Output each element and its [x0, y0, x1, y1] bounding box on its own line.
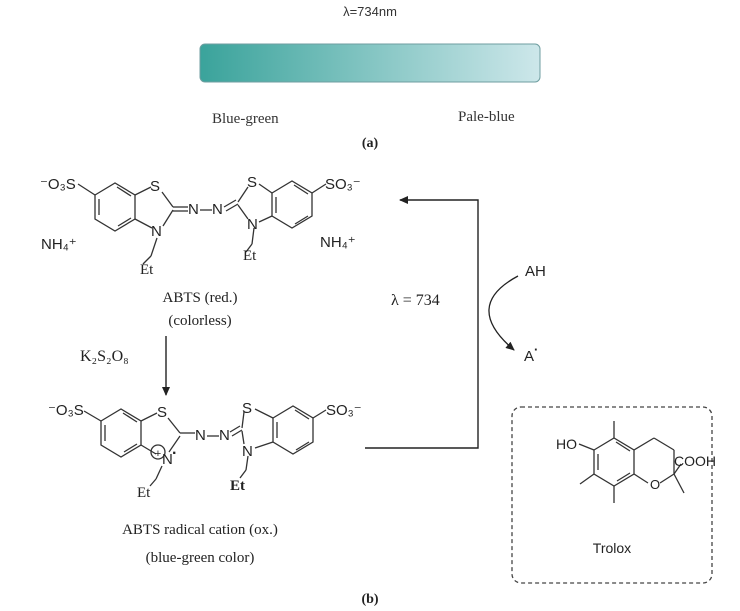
abts-radical-labels: ⁻O₃S S N · + N N S N SO₃⁻ Et Et ABTS rad… [48, 400, 362, 566]
sulfonate-right: SO₃⁻ [325, 176, 361, 193]
abts-reduced-structure [77, 180, 327, 265]
ethyl-right-ox: Et [230, 478, 245, 494]
benzene-ring-right [271, 180, 313, 229]
sulfur-right-ox: S [242, 400, 252, 417]
abts-reduced-color: (colorless) [168, 313, 231, 329]
nitrogen-left-ox: N [162, 451, 173, 468]
abts-radical-name: ABTS radical cation (ox.) [122, 522, 278, 538]
radical-dot-ox: · [172, 445, 177, 462]
oxidant-label: K₂S₂O₈ [80, 348, 129, 365]
trolox-box: HO O COOH Trolox [511, 406, 716, 584]
sulfonate-left: ⁻O₃S [40, 176, 76, 193]
trolox-dashed-border [511, 406, 713, 584]
plus-sign-ox: + [155, 448, 161, 460]
nitrogen-left: N [151, 223, 162, 240]
ammonium-left: NH₄⁺ [41, 236, 77, 253]
trolox-aromatic-ring [593, 437, 635, 487]
cation-circle [150, 444, 166, 460]
panel-b-caption: (b) [361, 592, 378, 607]
trolox-name: Trolox [593, 540, 631, 556]
azo-nitrogen-right: N [212, 201, 223, 218]
cycle-wavelength-label: λ = 734 [391, 292, 440, 309]
antioxidant-curved-arrow [488, 275, 519, 351]
reaction-cycle: λ = 734 AH A · [365, 196, 546, 449]
wavelength-title: λ=734nm [343, 4, 397, 19]
sulfur-left: S [150, 178, 160, 195]
abts-radical-color: (blue-green color) [146, 550, 255, 566]
abts-reduced-labels: ⁻O₃S S N N N S N SO₃⁻ Et Et NH₄⁺ NH₄⁺ AB… [40, 174, 361, 329]
azo-nitrogen-right-ox: N [219, 427, 230, 444]
sulfonate-left-ox: ⁻O₃S [48, 402, 84, 419]
sulfur-right: S [247, 174, 257, 191]
trolox-structure [578, 421, 685, 503]
trolox-carboxyl: COOH [674, 453, 716, 469]
abts-radical-structure [83, 405, 327, 487]
benzene-ring-left-ox [100, 408, 142, 458]
sulfur-left-ox: S [157, 404, 167, 421]
product-radical-dot: · [534, 342, 538, 357]
nitrogen-right: N [247, 216, 258, 233]
oxidized-antioxidant-label: A [524, 348, 534, 365]
ethyl-left-ox: Et [137, 485, 151, 501]
abts-reduced-name: ABTS (red.) [163, 290, 238, 306]
benzene-ring-right-ox [272, 405, 314, 455]
trolox-hydroxyl: HO [556, 436, 577, 452]
azo-nitrogen-left-ox: N [195, 427, 206, 444]
panel-a: λ=734nm Blue-green Pale-blue (a) [199, 4, 541, 151]
ammonium-right: NH₄⁺ [320, 234, 356, 251]
pale-blue-label: Pale-blue [458, 109, 515, 125]
trolox-ring-oxygen: O [650, 477, 660, 492]
color-gradient-bar [199, 43, 541, 83]
antioxidant-label: AH [525, 263, 546, 280]
blue-green-label: Blue-green [212, 111, 279, 127]
azo-nitrogen-left: N [188, 201, 199, 218]
sulfonate-right-ox: SO₃⁻ [326, 402, 362, 419]
nitrogen-right-ox: N [242, 443, 253, 460]
regeneration-arrow [365, 196, 479, 449]
ethyl-left: Et [140, 262, 154, 278]
oxidation-step: K₂S₂O₈ [80, 336, 170, 396]
panel-a-caption: (a) [362, 136, 379, 151]
ethyl-right: Et [243, 248, 257, 264]
benzene-ring-left [94, 182, 136, 232]
